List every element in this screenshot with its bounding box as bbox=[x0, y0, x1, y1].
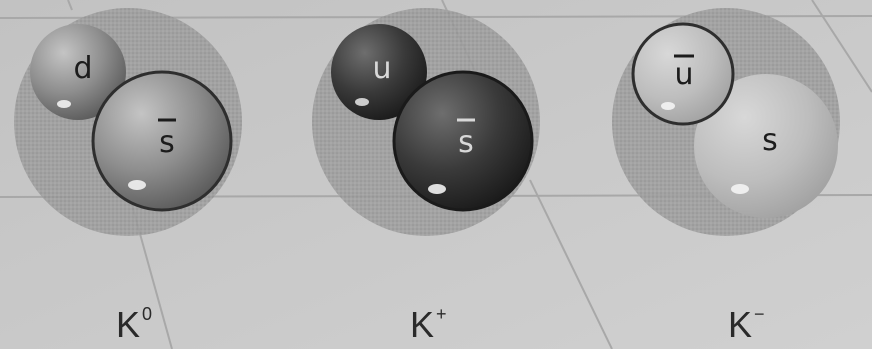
meson-charge: 0 bbox=[142, 304, 152, 324]
meson-name: K bbox=[728, 304, 752, 345]
antiquark-sphere: u bbox=[633, 24, 733, 124]
antiquark-label: u bbox=[674, 57, 693, 92]
meson-charge: + bbox=[436, 304, 447, 324]
quark-label: s bbox=[762, 123, 778, 158]
antiquark-sphere: s bbox=[93, 72, 231, 210]
meson-charge: − bbox=[754, 304, 765, 324]
antiquark-sphere: s bbox=[394, 72, 532, 210]
antiquark-label: s bbox=[458, 125, 474, 160]
antiquark-label: s bbox=[159, 125, 175, 160]
quark-label: u bbox=[372, 51, 391, 86]
meson-name: K bbox=[116, 304, 140, 345]
quark-label: d bbox=[73, 51, 92, 86]
meson-name: K bbox=[410, 304, 434, 345]
